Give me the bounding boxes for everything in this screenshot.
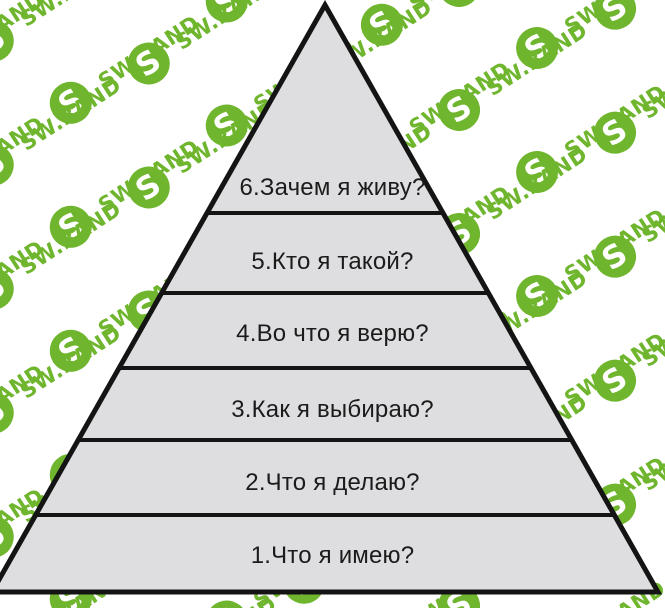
- pyramid-level-5-label: 5.Кто я такой?: [251, 248, 414, 275]
- pyramid-level-6-label: 6.Зачем я живу?: [239, 174, 426, 201]
- pyramid-body: [0, 5, 658, 592]
- pyramid-level-4-label: 4.Во что я верю?: [236, 320, 429, 347]
- pyramid-level-3-label: 3.Как я выбираю?: [231, 396, 434, 423]
- pyramid-level-2-label: 2.Что я делаю?: [245, 469, 420, 496]
- pyramid-level-1-label: 1.Что я имею?: [250, 542, 415, 569]
- pyramid-outline: [0, 0, 663, 595]
